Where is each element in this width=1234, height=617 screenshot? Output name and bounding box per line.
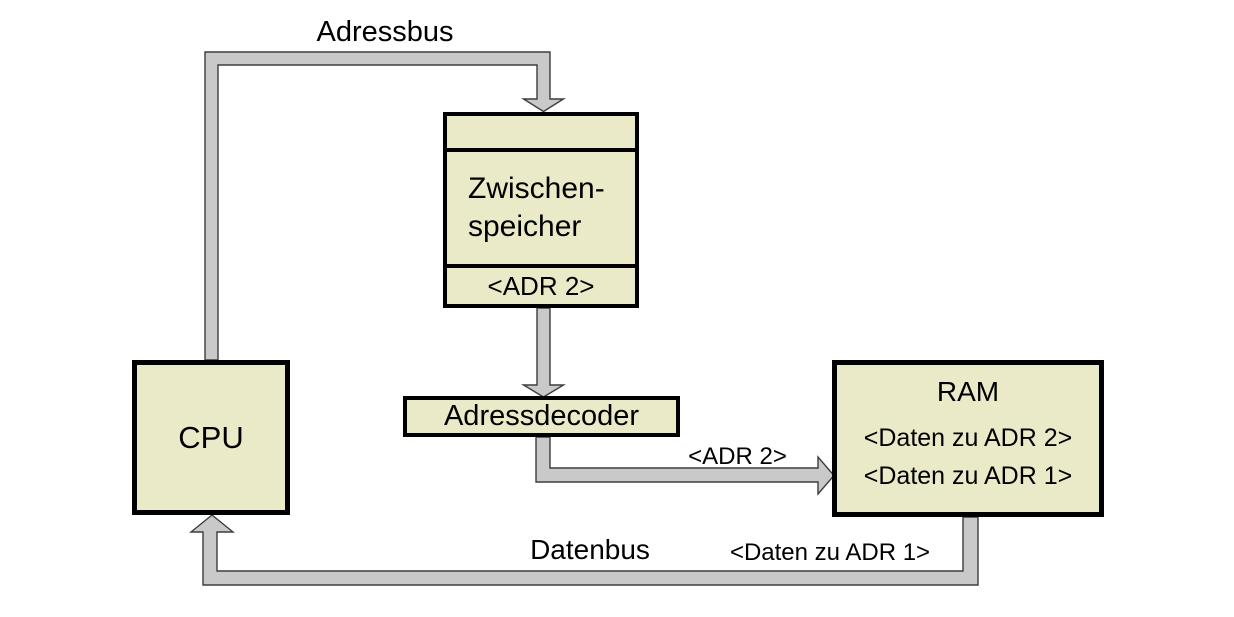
buffer-top-compartment — [447, 116, 635, 152]
ram-row-adr1: <Daten zu ADR 1> — [863, 462, 1073, 490]
decoder-label: Adressdecoder — [443, 400, 640, 432]
buffer-box: Zwischen- speicher <ADR 2> — [443, 112, 639, 308]
decoder-box: Adressdecoder — [403, 396, 680, 437]
data-bus-label: Datenbus — [530, 534, 650, 565]
ram-title: RAM — [936, 376, 1000, 407]
adr2-bus-label: <ADR 2> — [688, 443, 787, 470]
buffer-register-compartment: <ADR 2> — [447, 268, 635, 304]
cpu-box: CPU — [132, 360, 290, 515]
data-bus-pipe — [189, 514, 979, 586]
buffer-title: Zwischen- speicher — [447, 152, 635, 268]
address-bus-pipe — [204, 51, 566, 361]
cpu-label: CPU — [178, 419, 244, 455]
buffer-title-line2: speicher — [468, 210, 582, 243]
ram-box: RAM <Daten zu ADR 2> <Daten zu ADR 1> — [832, 360, 1104, 517]
decoder-to-ram-pipe — [535, 436, 835, 496]
daten-zu-adr1-bus-label: <Daten zu ADR 1> — [729, 539, 931, 566]
address-bus-label: Adressbus — [316, 16, 454, 48]
buffer-to-decoder-pipe — [520, 307, 567, 398]
buffer-register-value: <ADR 2> — [487, 270, 595, 301]
buffer-title-line1: Zwischen- — [468, 172, 605, 205]
ram-row-adr2: <Daten zu ADR 2> — [863, 424, 1073, 452]
